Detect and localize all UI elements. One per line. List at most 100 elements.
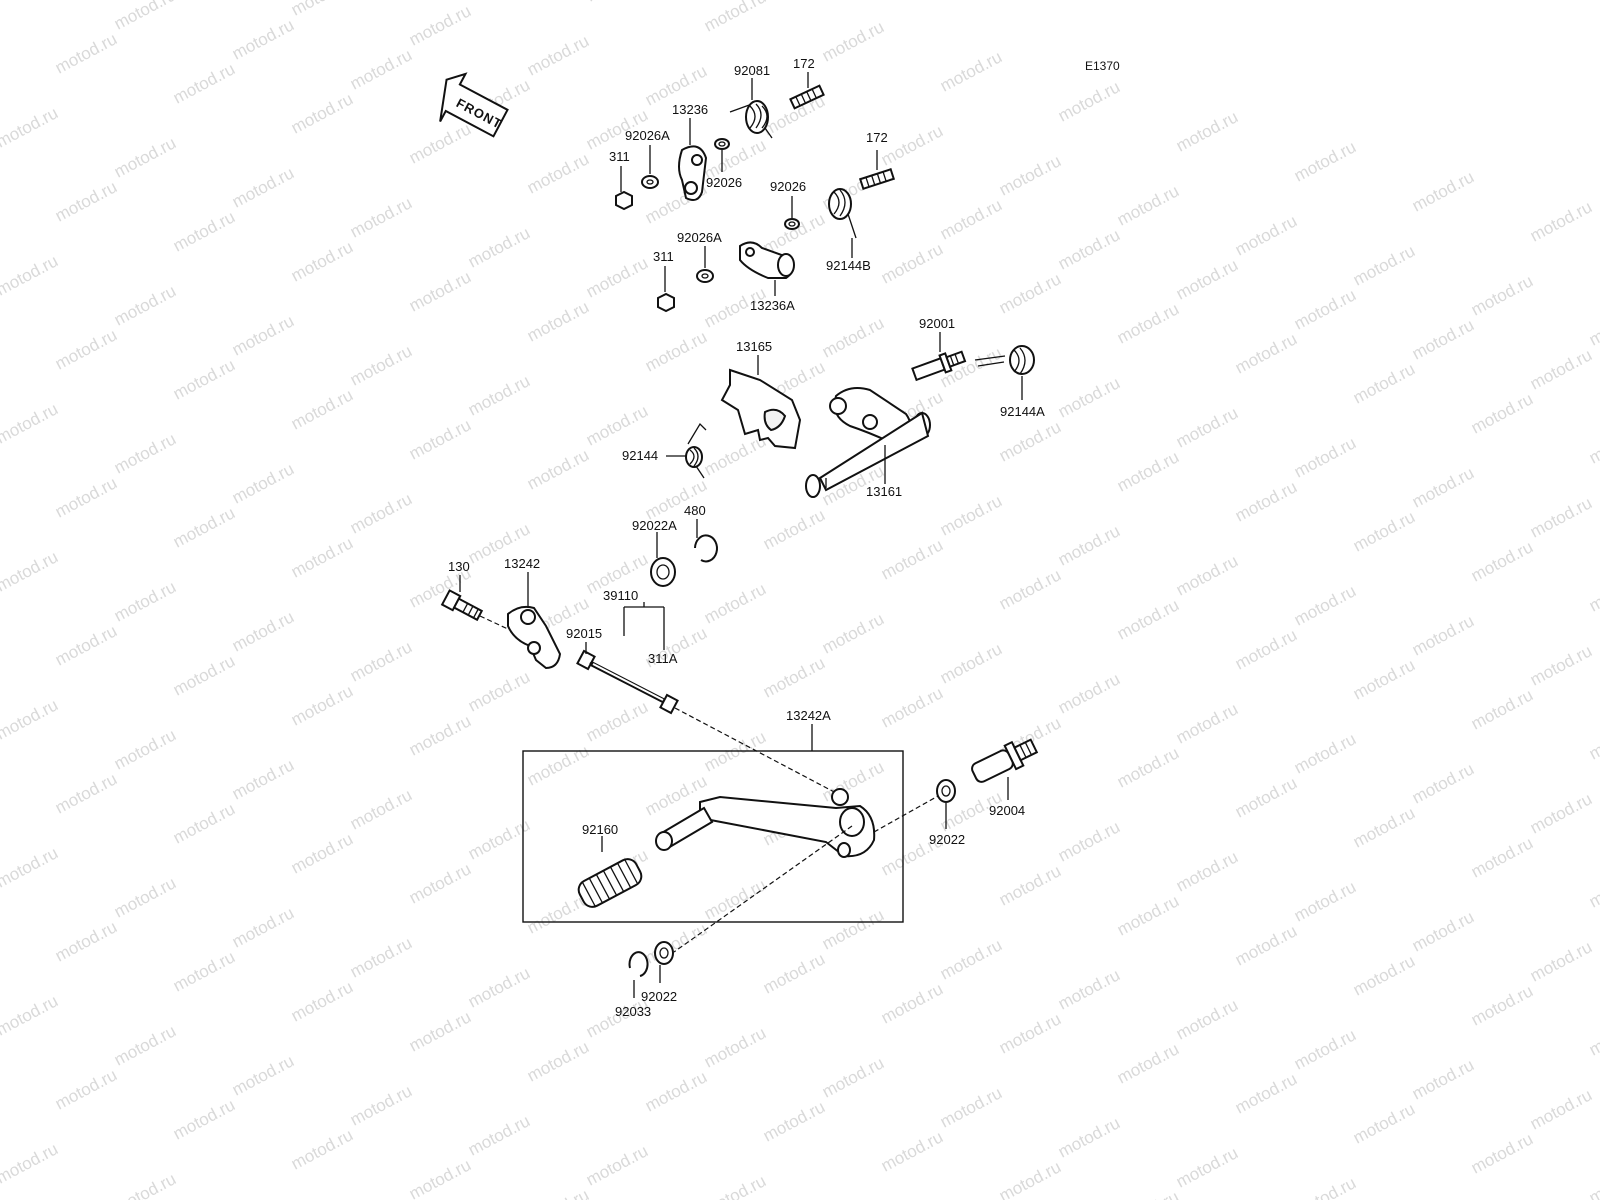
watermark-text: motod.ru <box>229 459 297 507</box>
washer-92022A <box>650 557 676 587</box>
label-92033: 92033 <box>615 1004 651 1019</box>
watermark-text: motod.ru <box>1586 567 1600 615</box>
tie-rod-39110 <box>589 661 679 715</box>
watermark-text: motod.ru <box>1291 285 1359 333</box>
watermark-text: motod.ru <box>347 933 415 981</box>
watermark-text: motod.ru <box>347 489 415 537</box>
watermark-text: motod.ru <box>406 711 474 759</box>
washer-92026A-b <box>696 269 714 283</box>
circlip-92033 <box>628 951 649 977</box>
label-13236: 13236 <box>672 102 708 117</box>
watermark-text: motod.ru <box>996 861 1064 909</box>
washer-92026A-a <box>641 175 659 189</box>
watermark-text: motod.ru <box>878 1127 946 1175</box>
washer-92026-a <box>714 138 730 150</box>
shift-shaft-13161 <box>805 387 931 498</box>
watermark-text: motod.ru <box>1350 359 1418 407</box>
watermark-text: motod.ru <box>819 313 887 361</box>
pin-92001 <box>911 350 967 382</box>
watermark-text: motod.ru <box>583 697 651 745</box>
watermark-text: motod.ru <box>878 239 946 287</box>
watermark-text: motod.ru <box>996 151 1064 199</box>
plate-13236A <box>739 241 795 279</box>
watermark-text: motod.ru <box>1173 255 1241 303</box>
watermark-text: motod.ru <box>465 371 533 419</box>
watermark-text: motod.ru <box>0 887 2 935</box>
watermark-text: motod.ru <box>1055 521 1123 569</box>
watermark-text: motod.ru <box>1468 389 1536 437</box>
watermark-text: motod.ru <box>0 295 2 343</box>
watermark-text: motod.ru <box>1409 167 1477 215</box>
label-92144: 92144 <box>622 448 658 463</box>
watermark-text: motod.ru <box>170 59 238 107</box>
watermark-text: motod.ru <box>878 535 946 583</box>
watermark-text: motod.ru <box>347 1081 415 1129</box>
watermark-text: motod.ru <box>524 297 592 345</box>
watermark-text: motod.ru <box>642 919 710 967</box>
watermark-text: motod.ru <box>1055 77 1123 125</box>
label-92026A-b: 92026A <box>677 230 722 245</box>
label-92026A-a: 92026A <box>625 128 670 143</box>
watermark-text: motod.ru <box>52 473 120 521</box>
washer-92022-b <box>654 941 674 965</box>
watermark-text: motod.ru <box>937 1083 1005 1131</box>
watermark-text: motod.ru <box>760 1097 828 1145</box>
label-92026-b: 92026 <box>770 179 806 194</box>
watermark-text: motod.ru <box>0 399 61 447</box>
watermark-text: motod.ru <box>1114 595 1182 643</box>
watermark-text: motod.ru <box>1173 699 1241 747</box>
watermark-text: motod.ru <box>111 1169 179 1200</box>
watermark-text: motod.ru <box>288 0 356 20</box>
watermark-text: motod.ru <box>170 947 238 995</box>
watermark-text: motod.ru <box>1055 373 1123 421</box>
watermark-text: motod.ru <box>937 639 1005 687</box>
watermark-text: motod.ru <box>524 31 592 79</box>
watermark-text: motod.ru <box>465 963 533 1011</box>
watermark-text: motod.ru <box>937 491 1005 539</box>
watermark-text: motod.ru <box>1468 1129 1536 1177</box>
watermark-text: motod.ru <box>1291 729 1359 777</box>
watermark-text: motod.ru <box>1055 669 1123 717</box>
watermark-text: motod.ru <box>642 1067 710 1115</box>
spring-92144A <box>974 345 1035 375</box>
watermark-text: motod.ru <box>819 17 887 65</box>
watermark-text: motod.ru <box>1055 1113 1123 1161</box>
label-39110: 39110 <box>603 588 638 603</box>
pedal-rubber-92160 <box>577 858 643 908</box>
plate-13236 <box>678 145 708 201</box>
spring-92144B <box>828 188 857 239</box>
watermark-text: motod.ru <box>878 683 946 731</box>
watermark-text: motod.ru <box>996 565 1064 613</box>
watermark-text: motod.ru <box>1232 773 1300 821</box>
watermark-text: motod.ru <box>406 859 474 907</box>
watermark-text: motod.ru <box>1468 271 1536 319</box>
label-92004: 92004 <box>989 803 1025 818</box>
watermark-text: motod.ru <box>111 725 179 773</box>
watermark-text: motod.ru <box>288 385 356 433</box>
watermark-text: motod.ru <box>406 1007 474 1055</box>
diagram-code: E1370 <box>1085 59 1120 73</box>
watermark-text: motod.ru <box>1350 951 1418 999</box>
watermark-text: motod.ru <box>1291 433 1359 481</box>
watermark-text: motod.ru <box>347 637 415 685</box>
watermark-text: motod.ru <box>1586 1159 1600 1200</box>
watermark-text: motod.ru <box>1586 715 1600 763</box>
watermark-text: motod.ru <box>1586 863 1600 911</box>
watermark-text: motod.ru <box>111 1021 179 1069</box>
watermark-text: motod.ru <box>1409 1055 1477 1103</box>
watermark-text: motod.ru <box>1527 493 1595 541</box>
watermark-text: motod.ru <box>0 695 61 743</box>
watermark-text: motod.ru <box>1409 759 1477 807</box>
washer-92022-a <box>936 779 956 803</box>
watermark-text: motod.ru <box>0 547 61 595</box>
watermark-text: motod.ru <box>111 133 179 181</box>
label-130: 130 <box>448 559 470 574</box>
watermark-text: motod.ru <box>170 651 238 699</box>
label-311A: 311A <box>648 651 678 666</box>
watermark-text: motod.ru <box>1114 447 1182 495</box>
watermark-text: motod.ru <box>347 785 415 833</box>
bolt-130 <box>440 589 484 622</box>
watermark-text: motod.ru <box>819 757 887 805</box>
watermark-text: motod.ru <box>878 979 946 1027</box>
